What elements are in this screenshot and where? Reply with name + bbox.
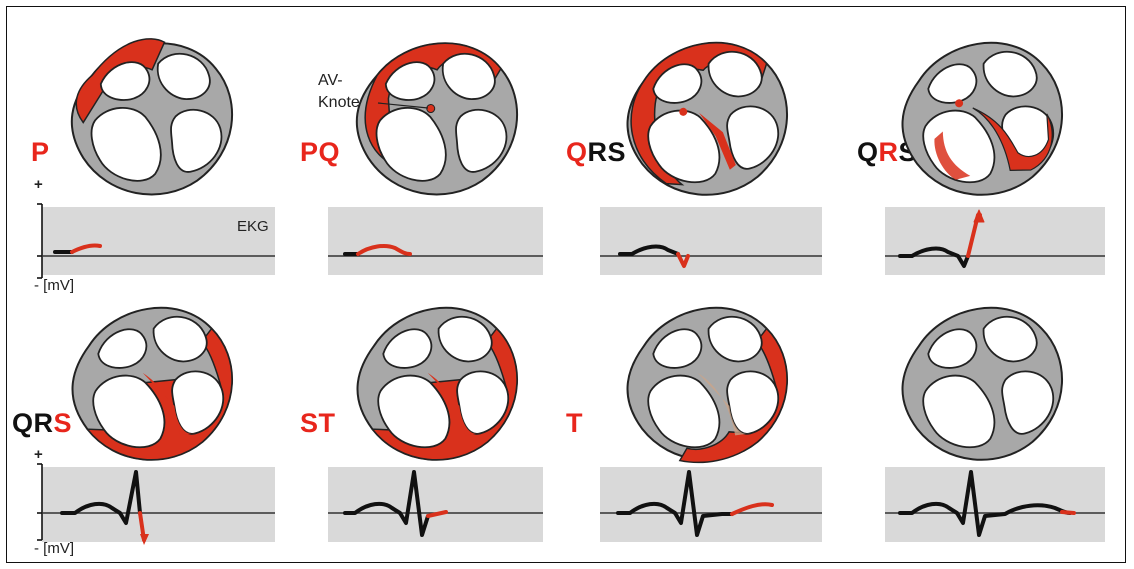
ekg-trace-s (62, 472, 149, 545)
heart-r (886, 26, 1080, 213)
ekg-trace-t (618, 472, 772, 535)
heart-resting (886, 291, 1080, 478)
ekg-trace-end (900, 472, 1074, 535)
axis-top (37, 204, 42, 278)
ekg-trace-p (55, 245, 100, 252)
heart-t (611, 291, 806, 478)
ekg-trace-r (900, 210, 984, 266)
ekg-trace-st (345, 472, 446, 535)
heart-p (59, 26, 245, 207)
heart-s (56, 291, 250, 478)
heart-st (341, 291, 535, 478)
axis-bottom (37, 464, 42, 540)
heart-q (611, 26, 805, 213)
heart-pq (345, 32, 530, 208)
ekg-trace-pq (345, 246, 410, 254)
